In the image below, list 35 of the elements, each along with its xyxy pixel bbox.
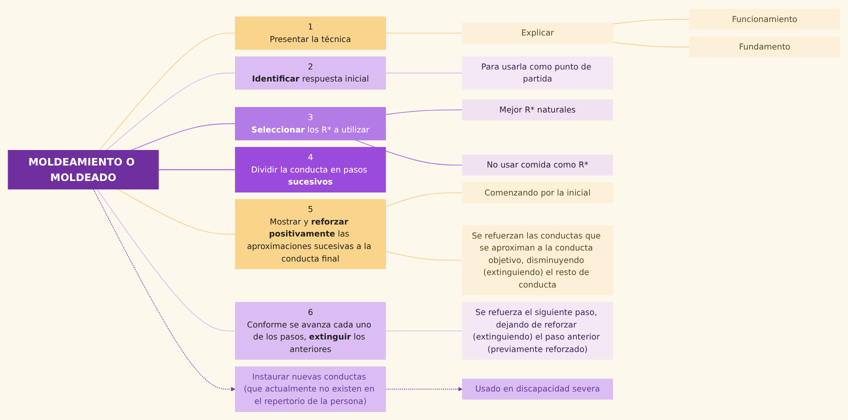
connector	[158, 168, 236, 170]
connector	[385, 330, 463, 331]
connector	[385, 32, 463, 34]
connector	[96, 188, 236, 331]
node-box: Se refuerzan las conductas que se aproximan a la conducta objetivo, disminuyendo (extinguiendo) el resto de conducta	[462, 224, 614, 295]
connector	[117, 188, 236, 234]
connector	[130, 122, 236, 150]
node-box: Se refuerza el siguiente paso, dejando de reforzar (extinguiendo) el paso anterior (previamente reforzado)	[462, 302, 614, 360]
node-box: Usado en discapacidad severa	[462, 378, 614, 400]
connector	[106, 72, 236, 150]
connector	[385, 72, 463, 74]
node-box: 3 Seleccionar los R* a utilizar	[234, 106, 386, 140]
node-box: Fundamento	[689, 36, 840, 58]
connector	[99, 32, 236, 150]
node-box: Explicar	[462, 22, 614, 44]
node-box: Para usarla como punto de partida	[462, 56, 614, 90]
node-box: No usar comida como R*	[462, 154, 614, 176]
connector	[385, 250, 463, 260]
node-box: MOLDEAMIENTO O MOLDEADO	[8, 150, 159, 190]
node-box: 2 Identificar respuesta inicial	[234, 56, 386, 90]
connector	[612, 18, 690, 24]
node-box: 1 Presentar la técnica	[234, 16, 386, 50]
node-box: 4 Dividir la conducta en pasos sucesivos	[234, 146, 386, 192]
connector	[385, 192, 463, 207]
connector	[385, 109, 463, 115]
arrow	[385, 386, 463, 392]
arrow	[92, 188, 236, 392]
node-box: 6 Conforme se avanza cada uno de los pasos, extinguir los anteriores	[234, 302, 386, 360]
connector	[354, 139, 463, 166]
node-box: Funcionamiento	[689, 8, 840, 30]
node-box: Mejor R* naturales	[462, 99, 614, 120]
node-box: Instaurar nuevas conductas (que actualmente no existen en el repertorio de la persona)	[234, 366, 386, 412]
connector	[612, 41, 690, 47]
node-box: 5 Mostrar y reforzar positivamente las aproximaciones sucesivas a la conducta final	[234, 198, 386, 269]
node-box: Comenzando por la inicial	[462, 182, 614, 203]
